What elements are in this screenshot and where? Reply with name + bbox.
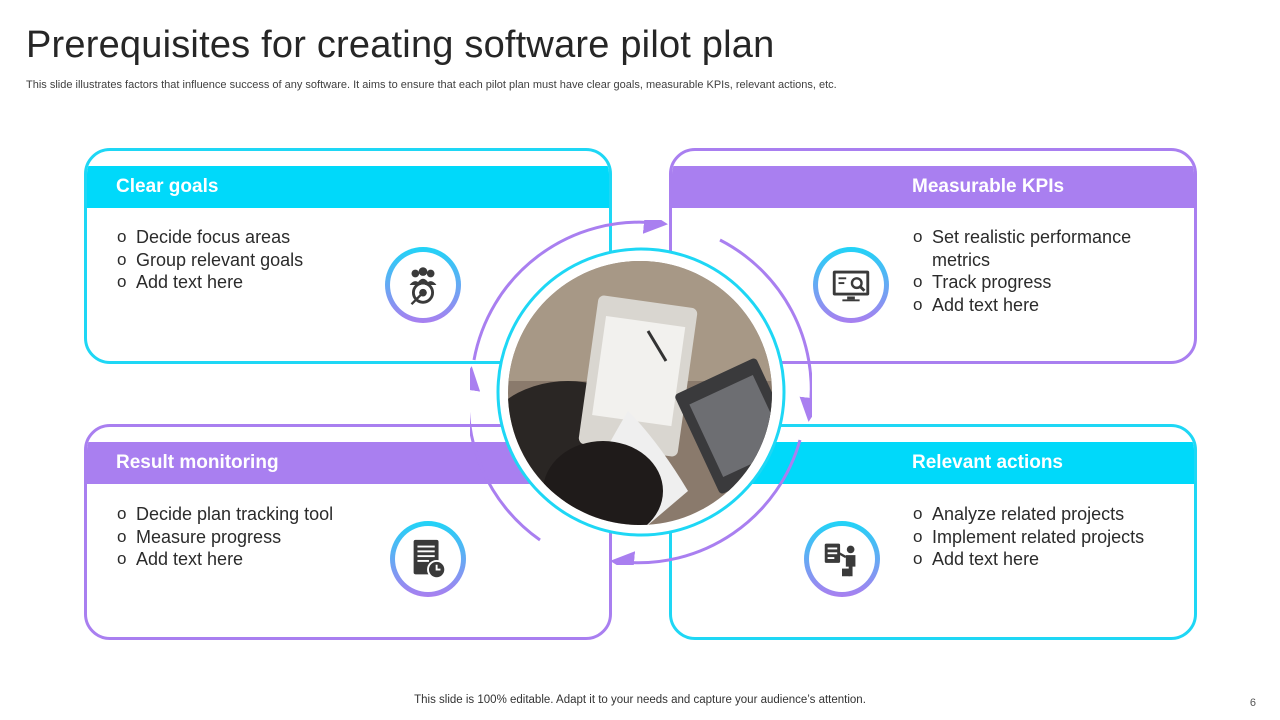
footer-note: This slide is 100% editable. Adapt it to… (0, 694, 1280, 706)
bullet-item: Add text here (913, 548, 1144, 571)
bullet-item: Add text here (117, 271, 303, 294)
bullet-item: Decide plan tracking tool (117, 503, 333, 526)
bullet-item: Analyze related projects (913, 503, 1144, 526)
card-clear-goals: Clear goals Decide focus areas Group rel… (84, 148, 612, 364)
bullet-item: Set realistic performance (913, 226, 1131, 249)
bullet-item: Implement related projects (913, 526, 1144, 549)
presenter-checklist-icon (824, 543, 856, 577)
icon-badge-clear-goals (385, 247, 461, 323)
bullet-list: Decide focus areas Group relevant goals … (117, 226, 303, 294)
card-title: Measurable KPIs (912, 176, 1065, 197)
page-number: 6 (1249, 697, 1256, 709)
document-clock-icon (413, 539, 447, 580)
target-team-icon (409, 267, 437, 306)
card-header: Measurable KPIs (672, 166, 1194, 208)
footer-note-text: This slide is 100% editable. Adapt it to… (414, 694, 866, 706)
icon-badge-relevant-actions (804, 521, 880, 597)
page-title: Prerequisites for creating software pilo… (26, 24, 775, 66)
bullet-list: Analyze related projects Implement relat… (913, 503, 1144, 571)
bullet-item: Track progress (913, 271, 1131, 294)
card-title: Relevant actions (912, 452, 1063, 473)
card-header: Clear goals (87, 166, 609, 208)
icon-badge-measurable-kpis (813, 247, 889, 323)
page-subtitle: This slide illustrates factors that infl… (26, 79, 837, 91)
icon-badge-result-monitoring (390, 521, 466, 597)
photo-illustration (508, 261, 772, 525)
card-measurable-kpis: Measurable KPIs Set realistic performanc… (669, 148, 1197, 364)
bullet-item: Add text here (913, 294, 1131, 317)
bullet-item: Group relevant goals (117, 249, 303, 272)
bullet-item: Add text here (117, 548, 333, 571)
person-writing-notebook-photo (508, 261, 772, 525)
monitor-analytics-icon (832, 270, 870, 302)
bullet-item: Measure progress (117, 526, 333, 549)
card-title: Clear goals (116, 176, 219, 197)
card-title: Result monitoring (116, 452, 279, 473)
bullet-item: Decide focus areas (117, 226, 303, 249)
bullet-list: Set realistic performance metrics Track … (913, 226, 1131, 316)
bullet-list: Decide plan tracking tool Measure progre… (117, 503, 333, 571)
bullet-item-continued: metrics (932, 249, 990, 270)
